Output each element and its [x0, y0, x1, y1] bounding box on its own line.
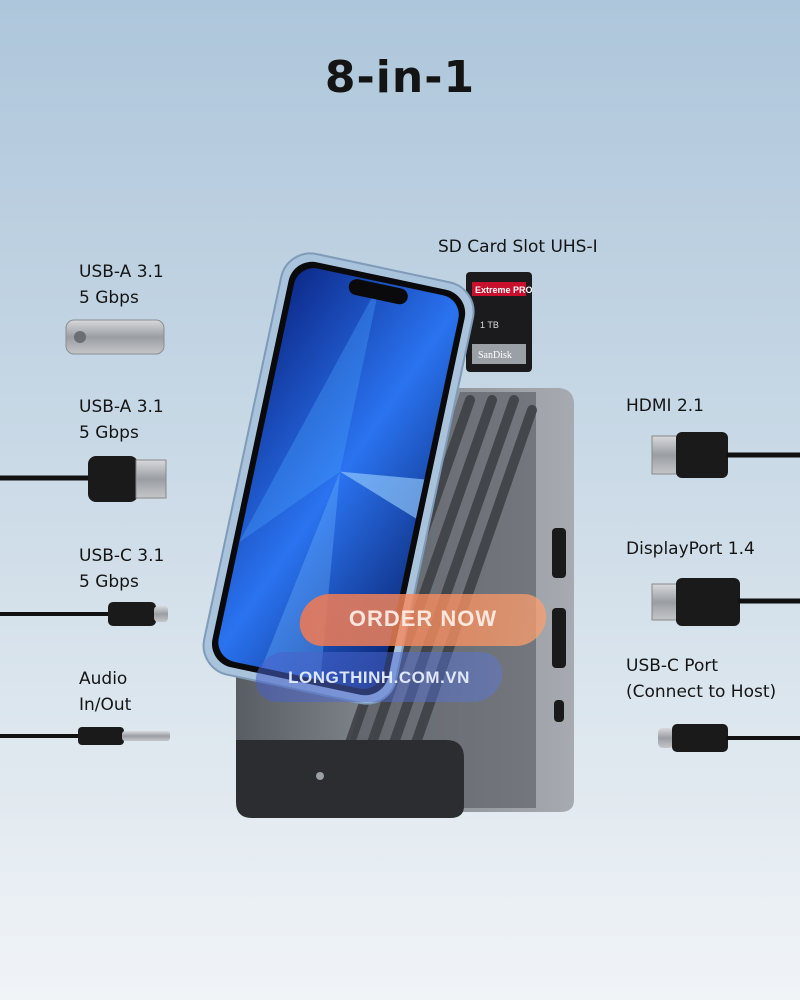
label-audio: Audio In/Out	[79, 666, 131, 718]
label-displayport: DisplayPort 1.4	[626, 539, 755, 559]
label-usb-c-line1: USB-C 3.1	[79, 546, 165, 566]
label-audio-line1: Audio	[79, 669, 128, 689]
usb-flash-drive	[65, 319, 165, 355]
sd-card-line1: Extreme PRO	[475, 285, 533, 295]
label-usb-c: USB-C 3.1 5 Gbps	[79, 543, 164, 595]
label-usb-a-top-line2: 5 Gbps	[79, 288, 139, 308]
label-usb-c-line2: 5 Gbps	[79, 572, 139, 592]
sd-card-brand: SanDisk	[478, 350, 512, 361]
sd-card-capacity: 1 TB	[480, 320, 499, 330]
label-usb-c-host-line2: (Connect to Host)	[626, 682, 777, 702]
led-indicator	[316, 772, 324, 780]
order-now-text[interactable]: ORDER NOW	[348, 606, 498, 631]
usb-c-host-cable	[658, 724, 800, 752]
label-usb-a-mid: USB-A 3.1 5 Gbps	[79, 394, 164, 446]
page-title: 8-in-1	[324, 52, 476, 103]
phone-notch	[348, 279, 408, 305]
hdmi-port	[552, 528, 566, 578]
audio-cable	[0, 727, 170, 745]
usb-c-host-port	[554, 700, 564, 722]
sd-card: Extreme PRO 1 TB SanDisk	[466, 272, 533, 372]
label-usb-a-mid-line1: USB-A 3.1	[79, 397, 164, 417]
label-hdmi: HDMI 2.1	[626, 396, 704, 416]
displayport-port	[552, 608, 566, 668]
usb-c-cable	[0, 602, 168, 626]
label-usb-a-mid-line2: 5 Gbps	[79, 423, 139, 443]
label-usb-c-host: USB-C Port (Connect to Host)	[626, 653, 776, 705]
label-audio-line2: In/Out	[79, 695, 132, 715]
displayport-cable	[651, 578, 800, 626]
label-usb-a-top: USB-A 3.1 5 Gbps	[79, 259, 164, 311]
label-usb-c-host-line1: USB-C Port	[626, 656, 719, 676]
label-usb-a-top-line1: USB-A 3.1	[79, 262, 164, 282]
label-sd-card: SD Card Slot UHS-I	[438, 237, 598, 257]
usb-a-cable	[0, 456, 167, 502]
website-url: LONGTHINH.COM.VN	[288, 668, 470, 687]
hdmi-cable	[651, 432, 800, 478]
